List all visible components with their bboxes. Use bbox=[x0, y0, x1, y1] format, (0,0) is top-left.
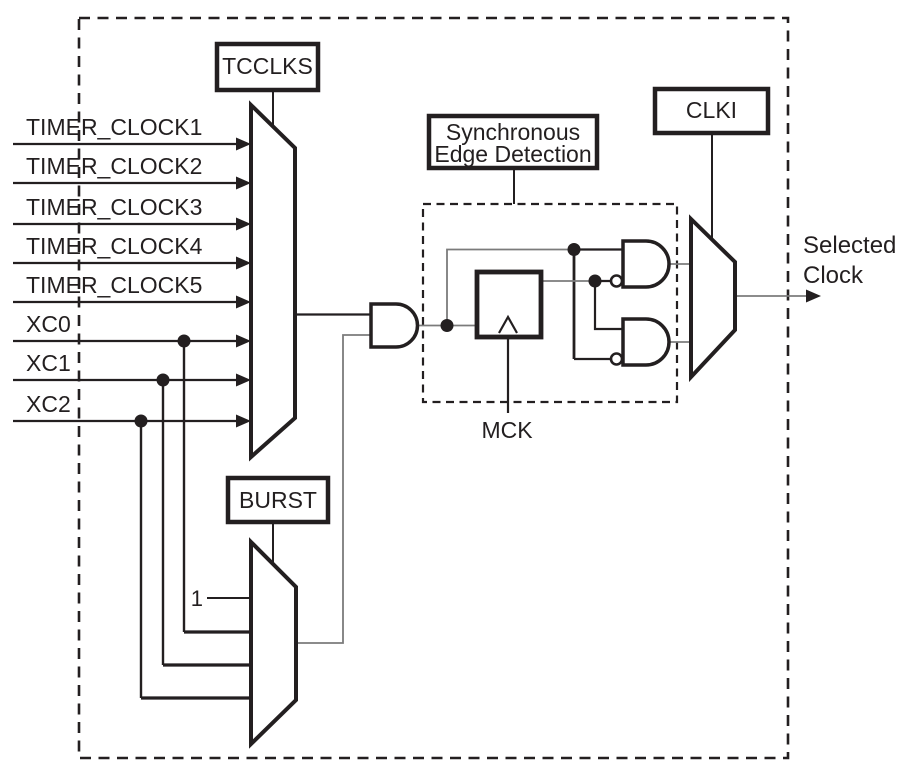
input-label: XC2 bbox=[26, 391, 71, 417]
clock-input-timer-clock4: TIMER_CLOCK4 bbox=[13, 233, 251, 270]
clock-input-timer-clock1: TIMER_CLOCK1 bbox=[13, 114, 251, 151]
clock-input-timer-clock2: TIMER_CLOCK2 bbox=[13, 153, 251, 190]
clock-input-timer-clock3: TIMER_CLOCK3 bbox=[13, 194, 251, 231]
xc-feedback-routing bbox=[134, 334, 251, 700]
arrowhead bbox=[236, 295, 251, 309]
arrowhead bbox=[236, 217, 251, 231]
input-label: TIMER_CLOCK3 bbox=[26, 194, 202, 220]
arrowhead bbox=[236, 414, 251, 428]
arrowhead bbox=[236, 334, 251, 348]
selected-clock-output bbox=[735, 289, 821, 303]
clock-triangle-icon bbox=[498, 314, 518, 334]
raw-signal-bypass bbox=[446, 248, 623, 361]
sync-edge-label-line1: Synchronous bbox=[446, 119, 580, 145]
junction-dot bbox=[177, 334, 191, 348]
tcclks-register: TCCLKS bbox=[214, 41, 321, 93]
input-label: TIMER_CLOCK5 bbox=[26, 272, 202, 298]
selected-clock-line2: Clock bbox=[803, 262, 864, 289]
input-label: TIMER_CLOCK4 bbox=[26, 233, 203, 259]
arrowhead bbox=[806, 289, 821, 303]
burst-label: BURST bbox=[239, 487, 317, 513]
ff-output-routing bbox=[541, 279, 623, 331]
input-label: XC1 bbox=[26, 350, 71, 376]
clock-input-xc2: XC2 bbox=[13, 391, 251, 428]
junction-dot bbox=[156, 373, 170, 387]
input-label: TIMER_CLOCK1 bbox=[26, 114, 202, 140]
module-boundary bbox=[77, 16, 790, 760]
clock-select-mux bbox=[249, 100, 297, 462]
arrowhead bbox=[236, 137, 251, 151]
arrowhead bbox=[236, 373, 251, 387]
rising-edge-and-gate bbox=[621, 239, 671, 289]
mck-label: MCK bbox=[481, 417, 533, 443]
clock-input-xc0: XC0 bbox=[13, 311, 251, 348]
clki-label: CLKI bbox=[686, 97, 737, 123]
clki-register: CLKI bbox=[652, 86, 771, 136]
sync-edge-label-line2: Edge Detection bbox=[434, 141, 591, 167]
burst-mux bbox=[249, 537, 298, 749]
junction-dot bbox=[567, 243, 581, 256]
edge-select-mux bbox=[689, 214, 737, 383]
edge-detect-flipflop bbox=[474, 269, 544, 340]
inverter-bubble bbox=[609, 352, 624, 366]
junction-dot bbox=[588, 274, 602, 288]
arrowhead bbox=[236, 176, 251, 190]
constant-one-label: 1 bbox=[191, 586, 203, 611]
selected-clock-label: Selected Clock bbox=[803, 232, 896, 289]
input-label: TIMER_CLOCK2 bbox=[26, 153, 202, 179]
sync-edge-detection-boundary bbox=[421, 202, 679, 404]
input-label: XC0 bbox=[26, 311, 71, 337]
sync-edge-detection-callout: Synchronous Edge Detection bbox=[426, 113, 600, 171]
junction-dot bbox=[440, 319, 454, 332]
clock-input-xc1: XC1 bbox=[13, 350, 251, 387]
burst-register: BURST bbox=[225, 475, 331, 525]
selected-clock-line1: Selected bbox=[803, 232, 896, 259]
burst-and-gate bbox=[369, 302, 420, 349]
burst-output-wire bbox=[296, 334, 371, 644]
tcclks-label: TCCLKS bbox=[222, 53, 313, 79]
junction-dot bbox=[134, 414, 148, 428]
burst-constant-input: 1 bbox=[191, 586, 251, 611]
clock-input-timer-clock5: TIMER_CLOCK5 bbox=[13, 272, 251, 309]
falling-edge-and-gate bbox=[621, 317, 671, 367]
inverter-bubble bbox=[609, 274, 624, 288]
arrowhead bbox=[236, 256, 251, 270]
